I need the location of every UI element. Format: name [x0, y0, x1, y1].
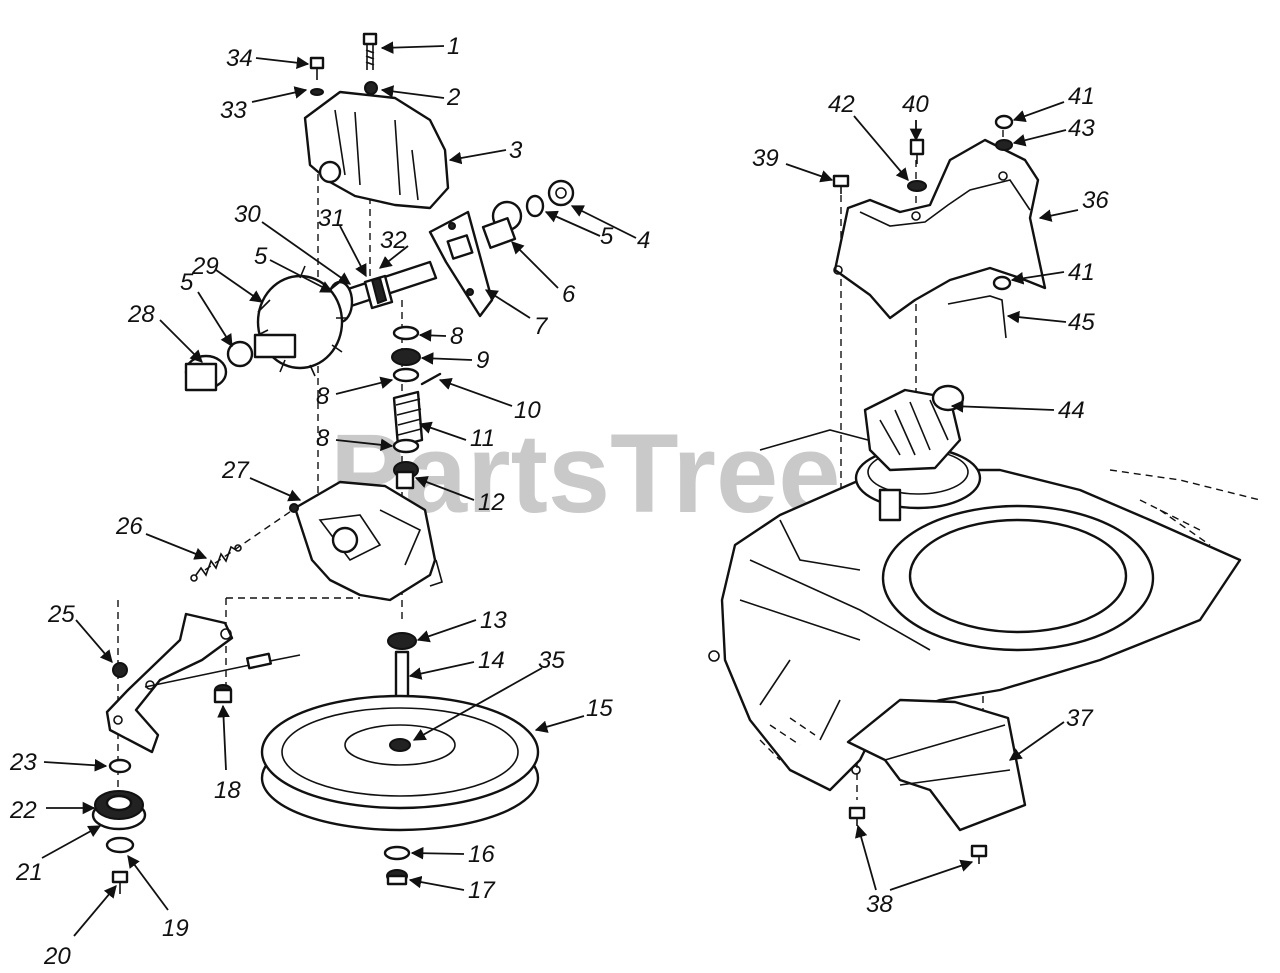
- deck-assembly: [708, 114, 1261, 864]
- washer: [105, 836, 135, 854]
- idler-bracket: [105, 612, 234, 754]
- callout-label: 25: [47, 601, 75, 628]
- callout-label: 39: [752, 145, 779, 172]
- screw: [848, 806, 866, 826]
- callout-label: 4: [637, 227, 650, 254]
- callout-label: 2: [446, 84, 460, 111]
- callout-label: 9: [476, 347, 489, 374]
- screw: [309, 56, 325, 96]
- screw: [909, 138, 925, 164]
- gearbox-assembly: [91, 32, 575, 894]
- callout-labels: 1 2 3 4 5 5 5 5 6 7 8 8 8 9 10 11 12 13 …: [9, 33, 1109, 970]
- bolt: [362, 32, 378, 70]
- idler-pulley: [91, 790, 147, 831]
- screw: [832, 174, 850, 194]
- gear-housing: [289, 480, 443, 602]
- motor: [854, 384, 982, 522]
- nut: [992, 275, 1012, 291]
- nut: [213, 684, 233, 704]
- callout-label: 16: [468, 841, 495, 868]
- bushing: [481, 200, 523, 249]
- washer: [525, 194, 545, 218]
- callout-label: 37: [1066, 705, 1094, 732]
- callout-label: 35: [538, 647, 565, 674]
- worm-stack: [391, 325, 442, 490]
- callout-label: 12: [478, 489, 505, 516]
- bearing-plate: [428, 210, 494, 318]
- callout-label: 34: [226, 45, 253, 72]
- bolt: [111, 870, 129, 894]
- washer: [907, 180, 927, 192]
- input-shaft: [184, 260, 438, 392]
- callout-label: 44: [1058, 397, 1085, 424]
- callout-label: 42: [828, 91, 855, 118]
- callout-label: 6: [562, 281, 576, 308]
- callout-label: 23: [9, 749, 37, 776]
- callout-label: 33: [220, 97, 247, 124]
- callout-label: 30: [234, 201, 261, 228]
- cable: [144, 652, 301, 688]
- callout-label: 5: [254, 243, 268, 270]
- wire: [947, 295, 1007, 339]
- callout-label: 14: [478, 647, 505, 674]
- callout-label: 41: [1068, 83, 1095, 110]
- callout-label: 27: [221, 457, 250, 484]
- mower-deck: [708, 429, 1261, 792]
- callout-label: 1: [447, 33, 460, 60]
- callout-label: 26: [115, 513, 143, 540]
- nut: [994, 114, 1014, 130]
- callout-label: 21: [15, 859, 43, 886]
- callout-label: 8: [450, 323, 464, 350]
- callout-label: 28: [127, 301, 155, 328]
- spring: [190, 544, 242, 582]
- callout-label: 5: [600, 223, 614, 250]
- discharge-chute: [846, 698, 1027, 832]
- callout-label: 19: [162, 915, 189, 942]
- nut: [547, 179, 575, 207]
- washer: [364, 81, 378, 95]
- callout-label: 41: [1068, 259, 1095, 286]
- callout-label: 45: [1068, 309, 1095, 336]
- callout-label: 36: [1082, 187, 1109, 214]
- callout-label: 38: [866, 891, 893, 918]
- screw: [970, 844, 988, 864]
- callout-label: 11: [470, 425, 495, 452]
- callout-label: 17: [468, 877, 496, 904]
- belt-cover: [833, 138, 1047, 320]
- callout-label: 10: [514, 397, 541, 424]
- callout-label: 15: [586, 695, 613, 722]
- callout-label: 43: [1068, 115, 1095, 142]
- callouts: [41, 41, 1079, 937]
- callout-label: 20: [43, 943, 71, 970]
- washer: [383, 845, 411, 861]
- callout-label: 18: [214, 777, 241, 804]
- callout-label: 8: [316, 383, 330, 410]
- callout-label: 22: [9, 797, 37, 824]
- drive-pulley: [260, 694, 540, 832]
- callout-label: 5: [180, 269, 194, 296]
- washer: [108, 758, 132, 774]
- callout-label: 29: [191, 253, 219, 280]
- gear-cover: [303, 90, 450, 210]
- callout-label: 31: [318, 205, 345, 232]
- callout-label: 13: [480, 607, 507, 634]
- callout-label: 7: [534, 313, 549, 340]
- callout-label: 32: [380, 227, 407, 254]
- nut: [386, 869, 408, 886]
- callout-label: 3: [509, 137, 523, 164]
- callout-label: 8: [316, 425, 330, 452]
- bearing: [387, 632, 417, 650]
- callout-label: 40: [902, 91, 929, 118]
- washer: [995, 139, 1013, 151]
